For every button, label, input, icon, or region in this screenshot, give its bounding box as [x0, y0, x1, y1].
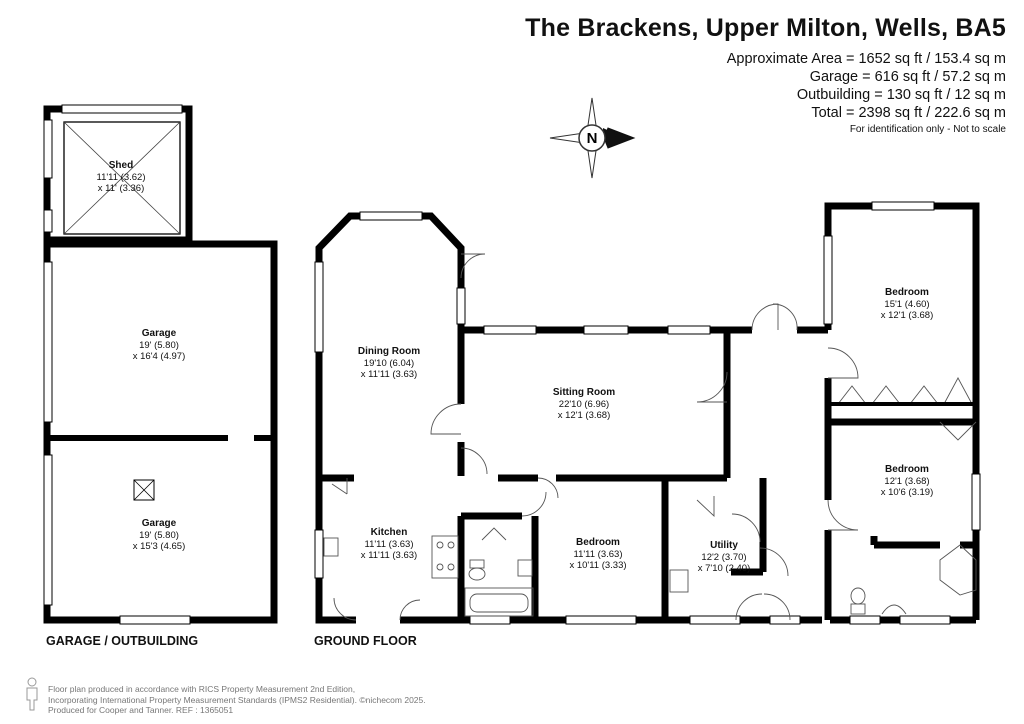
room-name: Kitchen [370, 527, 408, 538]
room-dim: x 11'11 (3.63) [360, 369, 418, 380]
room-dim: 19'10 (6.04) [363, 357, 415, 369]
room-name: Garage [141, 328, 177, 339]
room-dim: 15'1 (4.60) [884, 298, 930, 310]
room-bedroom-middle: Bedroom 11'11 (3.63) x 10'11 (3.33) [569, 537, 626, 572]
room-name: Garage [141, 518, 177, 529]
room-name: Sitting Room [552, 387, 616, 398]
room-dim: x 10'11 (3.33) [569, 560, 627, 571]
room-dim: x 7'10 (2.40) [697, 563, 751, 574]
shed-outline [43, 104, 193, 244]
compass-rose-icon: N [549, 97, 636, 179]
room-dim: 11'11 (3.62) [96, 171, 146, 183]
footer-line: Incorporating International Property Mea… [48, 694, 426, 705]
room-shed: Shed 11'11 (3.62) x 11' (3.36) [97, 160, 146, 195]
total-area: Total = 2398 sq ft / 222.6 sq m [811, 105, 1006, 121]
ground-floor-walls [315, 202, 980, 624]
compass-letter: N [587, 130, 598, 147]
room-name: Shed [108, 160, 134, 171]
room-dim: x 11' (3.36) [97, 183, 145, 194]
room-dim: 12'2 (3.70) [701, 551, 747, 563]
garage-outline [43, 240, 278, 625]
scale-note: For identification only - Not to scale [849, 124, 1006, 135]
windows [314, 201, 981, 625]
room-dim: 11'11 (3.63) [364, 538, 414, 550]
approximate-area: Approximate Area = 1652 sq ft / 153.4 sq… [726, 51, 1006, 67]
room-dim: 11'11 (3.63) [573, 548, 623, 560]
footer-line: Produced for Cooper and Tanner. REF : 13… [48, 705, 234, 715]
room-dim: 12'1 (3.68) [884, 475, 930, 487]
property-title: The Brackens, Upper Milton, Wells, BA5 [525, 14, 1006, 42]
room-bedroom-top-right: Bedroom 15'1 (4.60) x 12'1 (3.68) [881, 287, 934, 322]
room-garage-2: Garage 19' (5.80) x 15'3 (4.65) [133, 518, 186, 553]
room-name: Bedroom [885, 287, 929, 298]
doors-and-fixtures [323, 253, 977, 621]
room-dim: x 10'6 (3.19) [880, 487, 934, 498]
room-sitting: Sitting Room 22'10 (6.96) x 12'1 (3.68) [553, 387, 615, 422]
label-ground-floor: GROUND FLOOR [314, 634, 417, 648]
label-garage-outbuilding: GARAGE / OUTBUILDING [46, 634, 199, 648]
garage-area: Garage = 616 sq ft / 57.2 sq m [809, 69, 1006, 85]
room-dim: x 12'1 (3.68) [880, 310, 934, 321]
room-bedroom-bottom-right: Bedroom 12'1 (3.68) x 10'6 (3.19) [881, 464, 934, 499]
room-dim: x 15'3 (4.65) [132, 541, 186, 552]
room-name: Bedroom [576, 537, 620, 548]
room-name: Bedroom [885, 464, 929, 475]
room-name: Utility [710, 540, 738, 551]
room-dim: 19' (5.80) [139, 529, 179, 541]
footer-line: Floor plan produced in accordance with R… [48, 684, 356, 694]
room-dim: x 16'4 (4.97) [132, 351, 186, 362]
room-dim: 22'10 (6.96) [558, 398, 610, 410]
room-dining: Dining Room 19'10 (6.04) x 11'11 (3.63) [358, 346, 420, 381]
room-garage-1: Garage 19' (5.80) x 16'4 (4.97) [133, 328, 186, 363]
outbuilding-area: Outbuilding = 130 sq ft / 12 sq m [796, 87, 1006, 103]
person-scale-icon [26, 677, 38, 711]
room-dim: 19' (5.80) [139, 339, 179, 351]
room-dim: x 12'1 (3.68) [557, 410, 611, 421]
room-name: Dining Room [357, 346, 421, 357]
room-dim: x 11'11 (3.63) [360, 550, 418, 561]
room-utility: Utility 12'2 (3.70) x 7'10 (2.40) [698, 540, 751, 575]
room-kitchen: Kitchen 11'11 (3.63) x 11'11 (3.63) [361, 527, 417, 562]
footer-notes: Floor plan produced in accordance with R… [48, 684, 426, 716]
